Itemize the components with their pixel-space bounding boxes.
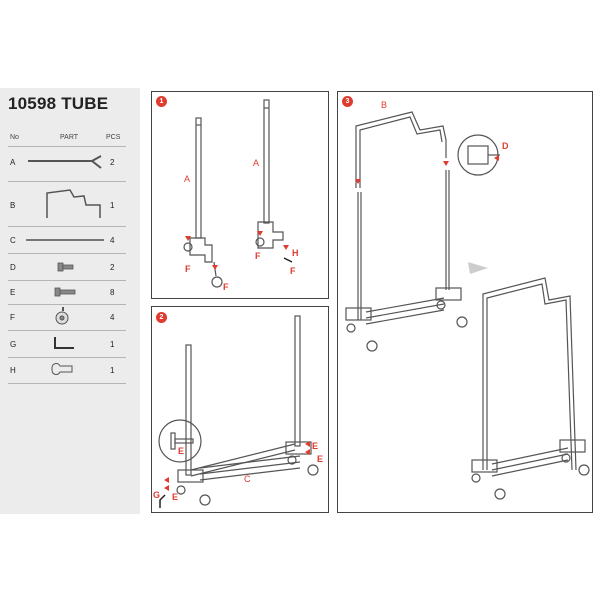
divider bbox=[8, 253, 126, 254]
divider bbox=[8, 146, 126, 147]
divider bbox=[8, 330, 126, 331]
part-letter: B bbox=[10, 201, 16, 210]
part-letter: C bbox=[10, 236, 16, 245]
label-a-left: A bbox=[184, 174, 191, 184]
header-pcs: PCS bbox=[106, 134, 121, 141]
frame-b-icon bbox=[46, 189, 101, 218]
part-qty: 4 bbox=[110, 236, 115, 245]
step-2-badge: 2 bbox=[156, 312, 167, 323]
part-letter: D bbox=[10, 263, 16, 272]
part-qty: 8 bbox=[110, 288, 115, 297]
label-e-right-2: E bbox=[317, 454, 324, 464]
allen-key-g-icon bbox=[54, 337, 74, 349]
step-2-panel bbox=[151, 306, 329, 513]
divider bbox=[8, 280, 126, 281]
header-no: No bbox=[10, 134, 19, 141]
step-3-badge: 3 bbox=[342, 96, 353, 107]
part-letter: H bbox=[10, 366, 16, 375]
part-qty: 2 bbox=[110, 263, 115, 272]
label-e-right: E bbox=[312, 441, 319, 451]
screw-e-icon bbox=[54, 287, 76, 297]
part-qty: 1 bbox=[110, 340, 115, 349]
divider bbox=[8, 226, 126, 227]
label-f4: F bbox=[290, 266, 296, 276]
part-letter: A bbox=[10, 158, 16, 167]
part-qty: 1 bbox=[110, 201, 115, 210]
label-c: C bbox=[244, 474, 251, 484]
label-b: B bbox=[381, 100, 388, 110]
label-e-bottom: E bbox=[172, 492, 179, 502]
label-h: H bbox=[292, 248, 299, 258]
screw-d-icon bbox=[57, 262, 74, 272]
divider bbox=[8, 383, 126, 384]
step-3-panel bbox=[337, 91, 593, 513]
tube-a-icon bbox=[28, 155, 102, 169]
part-qty: 4 bbox=[110, 313, 115, 322]
wrench-h-icon bbox=[51, 363, 73, 375]
sheet-title: 10598 TUBE bbox=[8, 94, 109, 113]
label-d: D bbox=[502, 141, 509, 151]
part-qty: 1 bbox=[110, 366, 115, 375]
header-part: PART bbox=[60, 134, 79, 141]
label-f1: F bbox=[185, 264, 191, 274]
label-f2: F bbox=[223, 282, 229, 292]
step-1-panel bbox=[151, 91, 329, 299]
label-g: G bbox=[153, 490, 161, 500]
label-e-zoom: E bbox=[178, 446, 185, 456]
divider bbox=[8, 357, 126, 358]
part-letter: F bbox=[10, 313, 15, 322]
wheel-f-icon bbox=[55, 307, 69, 325]
label-f3: F bbox=[255, 251, 261, 261]
part-qty: 2 bbox=[110, 158, 115, 167]
parts-list-panel bbox=[0, 88, 140, 514]
divider bbox=[8, 304, 126, 305]
divider bbox=[8, 181, 126, 182]
parts-icons bbox=[26, 155, 104, 375]
label-a-right: A bbox=[253, 158, 260, 168]
part-letter: G bbox=[10, 340, 17, 349]
part-letter: E bbox=[10, 288, 16, 297]
step-1-badge: 1 bbox=[156, 96, 167, 107]
